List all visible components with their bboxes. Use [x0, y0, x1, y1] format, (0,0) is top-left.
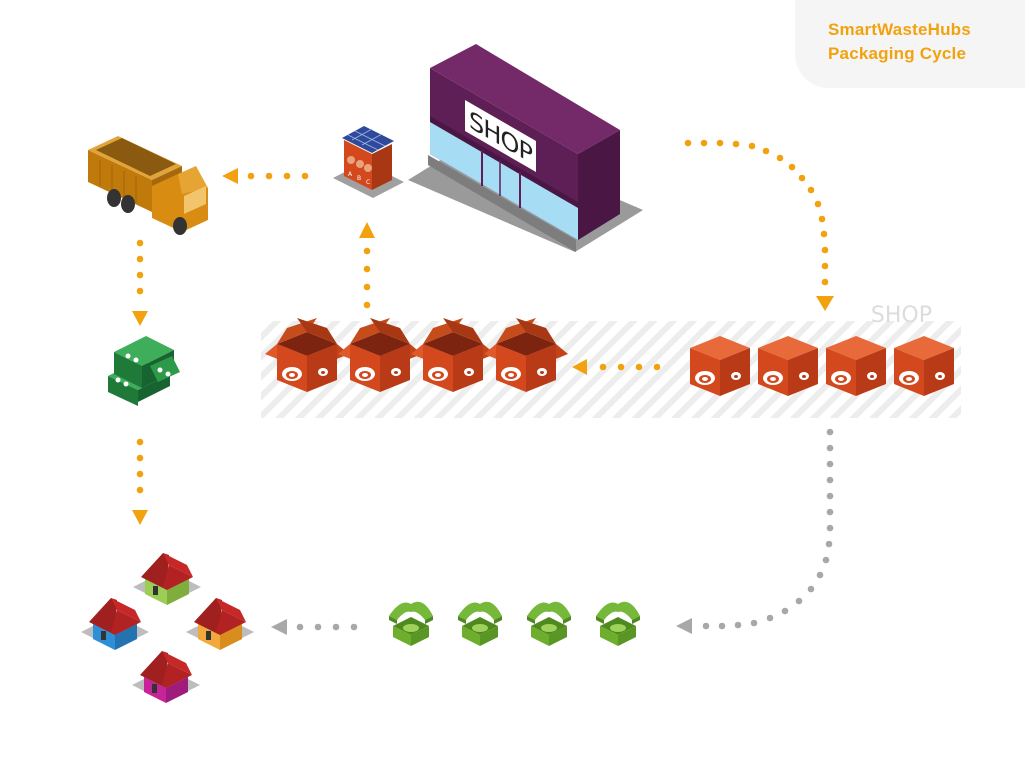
closed-box-2	[758, 336, 818, 396]
hub-label-a: A	[348, 171, 353, 178]
arrow-truck-to-money	[132, 239, 148, 326]
garbage-truck	[88, 136, 208, 235]
hub-label-b: B	[357, 175, 361, 182]
closed-box-4	[894, 336, 954, 396]
hub-label-c: C	[366, 179, 370, 186]
arrow-shop-to-shelf	[684, 139, 834, 311]
telephone-3	[527, 601, 571, 646]
arrow-shelf-up	[359, 222, 375, 309]
shop-building: SHOP	[408, 44, 643, 252]
house-blue	[81, 598, 149, 650]
smart-waste-hub: A B C	[333, 126, 404, 198]
shelf-label: SHOP	[871, 303, 932, 328]
title-card: SmartWasteHubs Packaging Cycle	[795, 0, 1025, 88]
arrow-shelf-to-phones	[676, 428, 834, 634]
title-line-1: SmartWasteHubs	[828, 20, 971, 39]
arrow-hub-to-truck	[222, 168, 309, 184]
arrow-money-to-houses	[132, 438, 148, 525]
telephone-4	[596, 601, 640, 646]
house-magenta	[132, 651, 200, 703]
diagram-title: SmartWasteHubs Packaging Cycle	[828, 18, 971, 66]
house-green	[133, 553, 201, 605]
house-orange	[186, 598, 254, 650]
telephone-1	[389, 601, 433, 646]
telephone-2	[458, 601, 502, 646]
arrow-shelf-left	[572, 359, 661, 375]
closed-box-3	[826, 336, 886, 396]
closed-box-1	[690, 336, 750, 396]
money-stack	[108, 336, 180, 406]
arrow-phones-to-houses	[271, 619, 358, 635]
title-line-2: Packaging Cycle	[828, 44, 967, 63]
